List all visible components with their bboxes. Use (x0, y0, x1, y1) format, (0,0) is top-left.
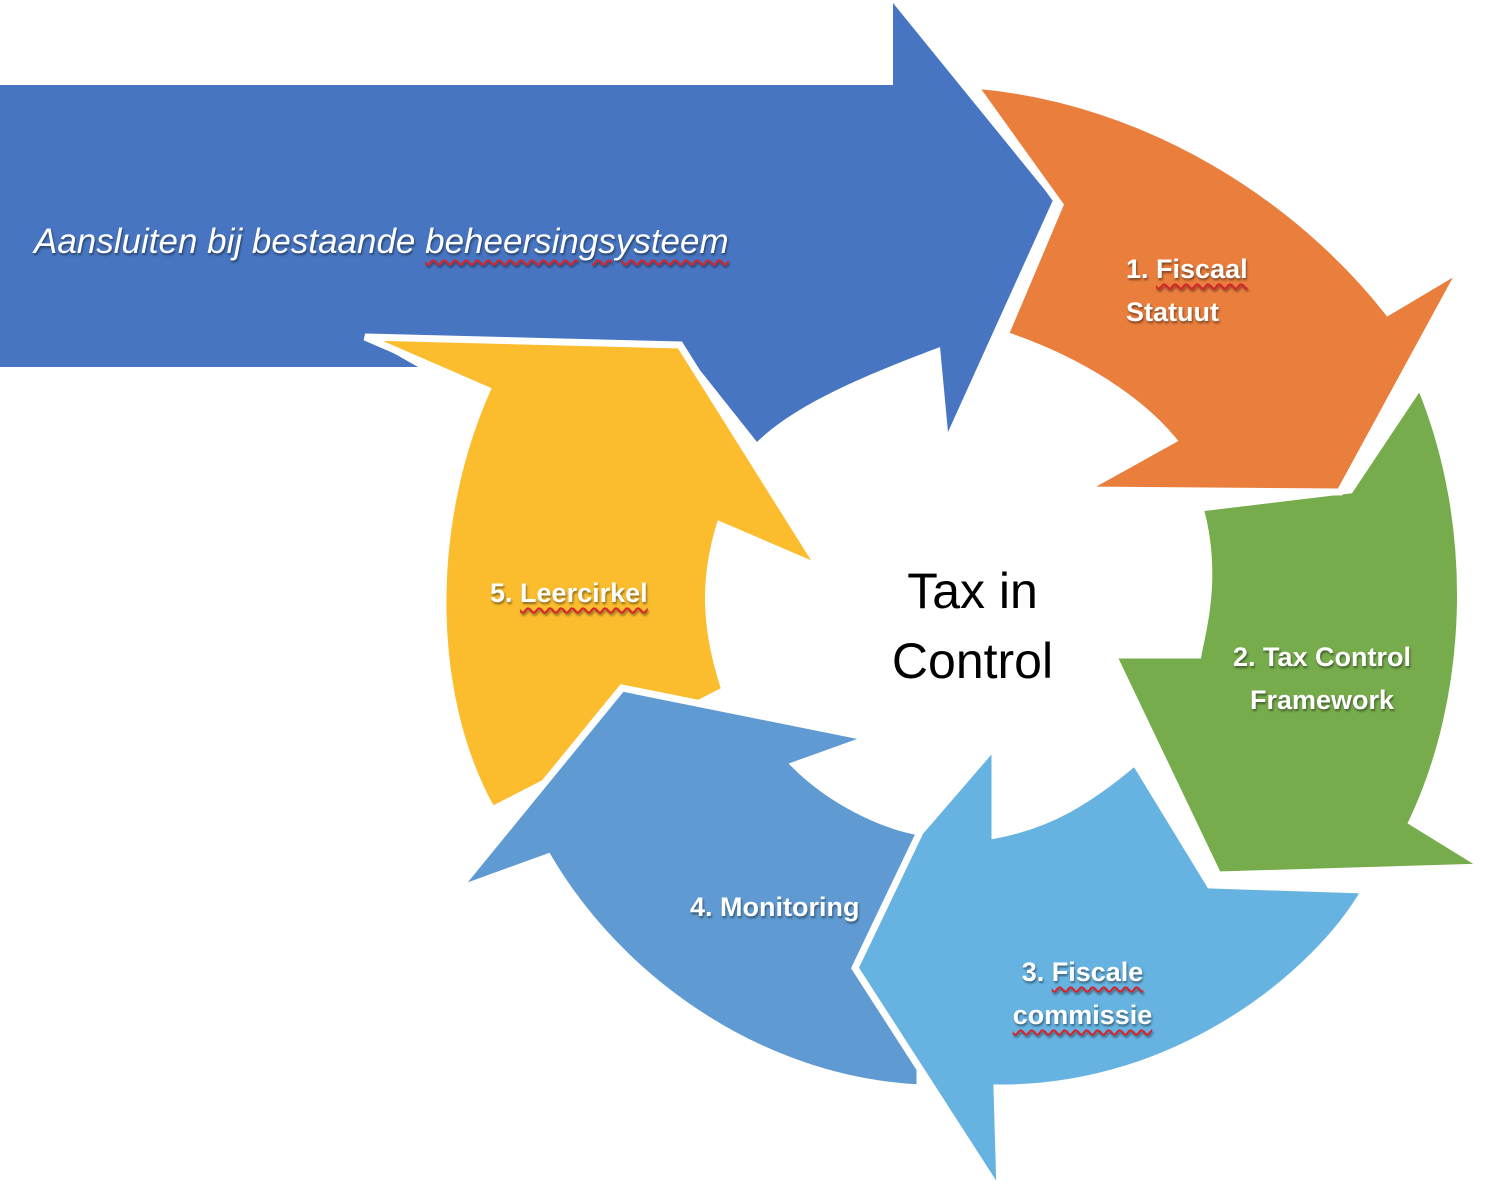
step-3-label: 3. Fiscale commissie (1000, 951, 1165, 1037)
step-1-line2: Statuut (1126, 297, 1219, 327)
step-2-line1: Tax Control (1263, 642, 1412, 672)
step-4-arrow (446, 684, 924, 1092)
step-5-arrow (363, 333, 829, 815)
step-1-number: 1. (1126, 254, 1149, 284)
step-1-line1: Fiscaal (1156, 254, 1248, 284)
step-4-line1: Monitoring (720, 892, 860, 922)
step-3-line2: commissie (1012, 1000, 1153, 1030)
banner-text-marked: beheersingsysteem (425, 222, 729, 261)
step-3-number: 3. (1021, 957, 1045, 987)
step-5-label: 5. Leercirkel (490, 572, 648, 615)
step-1-arrow (966, 80, 1472, 496)
banner-text-plain: Aansluiten bij bestaande (34, 222, 426, 261)
center-title-line1: Tax in (907, 563, 1038, 619)
step-1-label: 1. Fiscaal Statuut (1126, 248, 1248, 334)
step-3-arrow (850, 735, 1371, 1193)
step-2-label: 2. Tax Control Framework (1222, 636, 1422, 722)
banner-text: Aansluiten bij bestaande beheersingsyste… (34, 222, 729, 262)
step-2-number: 2. (1232, 642, 1256, 672)
banner-arrow (0, 3, 1053, 442)
step-3-line1: Fiscale (1051, 957, 1144, 987)
step-5-number: 5. (490, 578, 513, 608)
step-2-arrow (1107, 377, 1487, 879)
step-4-label: 4. Monitoring (690, 886, 860, 929)
step-5-line1: Leercirkel (520, 578, 648, 608)
step-2-line2: Framework (1249, 685, 1395, 715)
step-4-number: 4. (690, 892, 713, 922)
center-title-line2: Control (891, 633, 1054, 689)
center-title: Tax in Control (850, 556, 1095, 696)
